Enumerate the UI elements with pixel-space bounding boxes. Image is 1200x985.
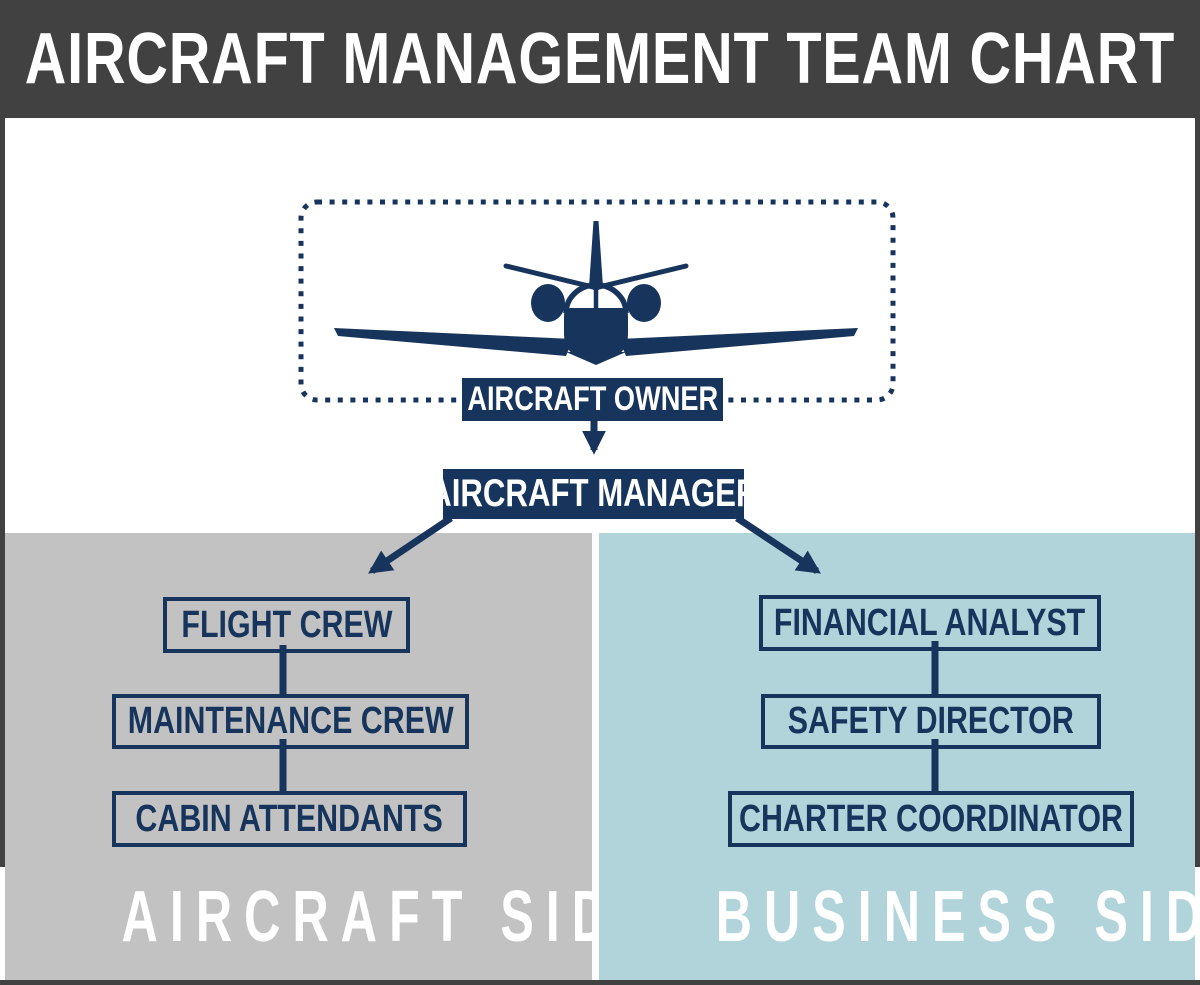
financial-analyst-label: FINANCIAL ANALYST xyxy=(774,601,1086,644)
business-side-label: BUSINESS SIDE xyxy=(715,877,1200,957)
frame-border-right xyxy=(1195,0,1200,867)
frame-border-bottom xyxy=(0,980,1200,985)
aircraft-side-panel: AIRCRAFT SIDE xyxy=(5,533,666,980)
aircraft-manager-label: AIRCRAFT MANAGER xyxy=(428,472,759,515)
header-bar: AIRCRAFT MANAGEMENT TEAM CHART xyxy=(0,0,1200,118)
maintenance-crew-label: MAINTENANCE CREW xyxy=(127,700,454,742)
frame-border-left xyxy=(0,0,5,867)
aircraft-owner-label: AIRCRAFT OWNER xyxy=(467,380,718,418)
financial-analyst-box: FINANCIAL ANALYST xyxy=(759,595,1101,651)
safety-director-label: SAFETY DIRECTOR xyxy=(787,700,1075,742)
owner-dotted-frame xyxy=(298,199,896,403)
flight-crew-label: FLIGHT CREW xyxy=(180,603,393,646)
maintenance-crew-box: MAINTENANCE CREW xyxy=(112,694,469,749)
cabin-attendants-box: CABIN ATTENDANTS xyxy=(112,791,467,847)
charter-coordinator-box: CHARTER COORDINATOR xyxy=(728,791,1134,847)
aircraft-side-label: AIRCRAFT SIDE xyxy=(121,877,666,957)
manager-to-business-side-arrow xyxy=(735,515,821,574)
flight-crew-box: FLIGHT CREW xyxy=(163,597,410,653)
cabin-attendants-label: CABIN ATTENDANTS xyxy=(135,797,444,840)
aircraft-owner-box: AIRCRAFT OWNER xyxy=(462,378,723,421)
business-side-panel: BUSINESS SIDE xyxy=(599,533,1200,980)
safety-director-box: SAFETY DIRECTOR xyxy=(761,694,1101,749)
page-title: AIRCRAFT MANAGEMENT TEAM CHART xyxy=(24,19,1176,99)
manager-to-aircraft-side-arrow xyxy=(368,515,453,574)
charter-coordinator-label: CHARTER COORDINATOR xyxy=(739,797,1123,840)
aircraft-manager-box: AIRCRAFT MANAGER xyxy=(429,469,758,519)
airplane-front-icon xyxy=(334,221,858,365)
